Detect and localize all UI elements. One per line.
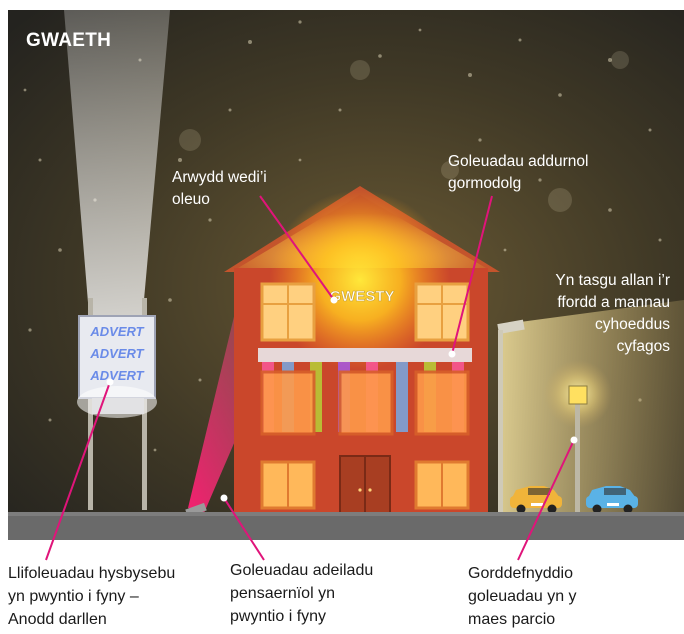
label-spill-line-1: Yn tasgu allan i’r <box>555 272 670 289</box>
car-blue <box>586 486 638 514</box>
billboard-text-1: ADVERT <box>89 324 144 339</box>
billboard-text-2: ADVERT <box>89 346 144 361</box>
label-spill-line-4: cyfagos <box>616 338 670 355</box>
pointer-dots <box>106 296 578 502</box>
pointer-decorative <box>451 195 493 355</box>
pointer-billboard <box>45 381 111 561</box>
pointer-parking <box>517 439 575 561</box>
caption-uplight-line-2: pensaernïol yn <box>230 585 335 602</box>
label-decorative-lights: Goleuadau addurnol gormodolg <box>448 151 588 195</box>
pointer-lit-sign <box>259 195 335 301</box>
label-lit-sign: Arwydd wedi’i oleuo <box>172 167 267 211</box>
pointer-lines <box>45 195 575 561</box>
billboard <box>77 298 157 510</box>
caption-billboard-line-2: yn pwyntio i fyny – <box>8 588 139 605</box>
caption-parking: Gorddefnyddio goleuadau yn y maes parcio <box>468 562 577 631</box>
street-lamp <box>544 360 612 512</box>
label-lit-sign-line-1: Arwydd wedi’i <box>172 169 267 186</box>
label-lit-sign-line-2: oleuo <box>172 191 210 208</box>
caption-parking-line-1: Gorddefnyddio <box>468 565 573 582</box>
label-decorative-line-2: gormodolg <box>448 175 522 192</box>
hotel-sign: GWESTY <box>329 288 394 305</box>
flood-light-fixture <box>497 319 525 335</box>
caption-billboard: Llifoleuadau hysbysebu yn pwyntio i fyny… <box>8 562 175 631</box>
billboard-text-3: ADVERT <box>89 368 144 383</box>
sky-haze-dots <box>179 51 629 212</box>
caption-billboard-line-1: Llifoleuadau hysbysebu <box>8 565 176 582</box>
ground-road <box>8 512 684 516</box>
pointer-uplight <box>223 497 265 561</box>
label-spill-line-3: cyhoeddus <box>595 316 670 333</box>
label-spill-line-2: ffordd a mannau <box>557 294 670 311</box>
caption-billboard-line-3: Anodd darllen <box>8 611 107 628</box>
label-decorative-line-1: Goleuadau addurnol <box>448 153 589 170</box>
caption-parking-line-3: maes parcio <box>468 611 556 628</box>
caption-uplight-line-1: Goleuadau adeiladu <box>230 562 374 579</box>
hotel-building <box>224 186 500 515</box>
ground-pavement <box>8 512 684 540</box>
flood-light-pole <box>498 330 503 512</box>
caption-uplight: Goleuadau adeiladu pensaernïol yn pwynti… <box>230 559 373 628</box>
caption-parking-line-2: goleuadau yn y <box>468 588 577 605</box>
page-title: GWAETH <box>26 30 112 51</box>
label-light-spill: Yn tasgu allan i’r ffordd a mannau cyhoe… <box>555 270 670 358</box>
caption-uplight-line-3: pwyntio i fyny <box>230 608 327 625</box>
